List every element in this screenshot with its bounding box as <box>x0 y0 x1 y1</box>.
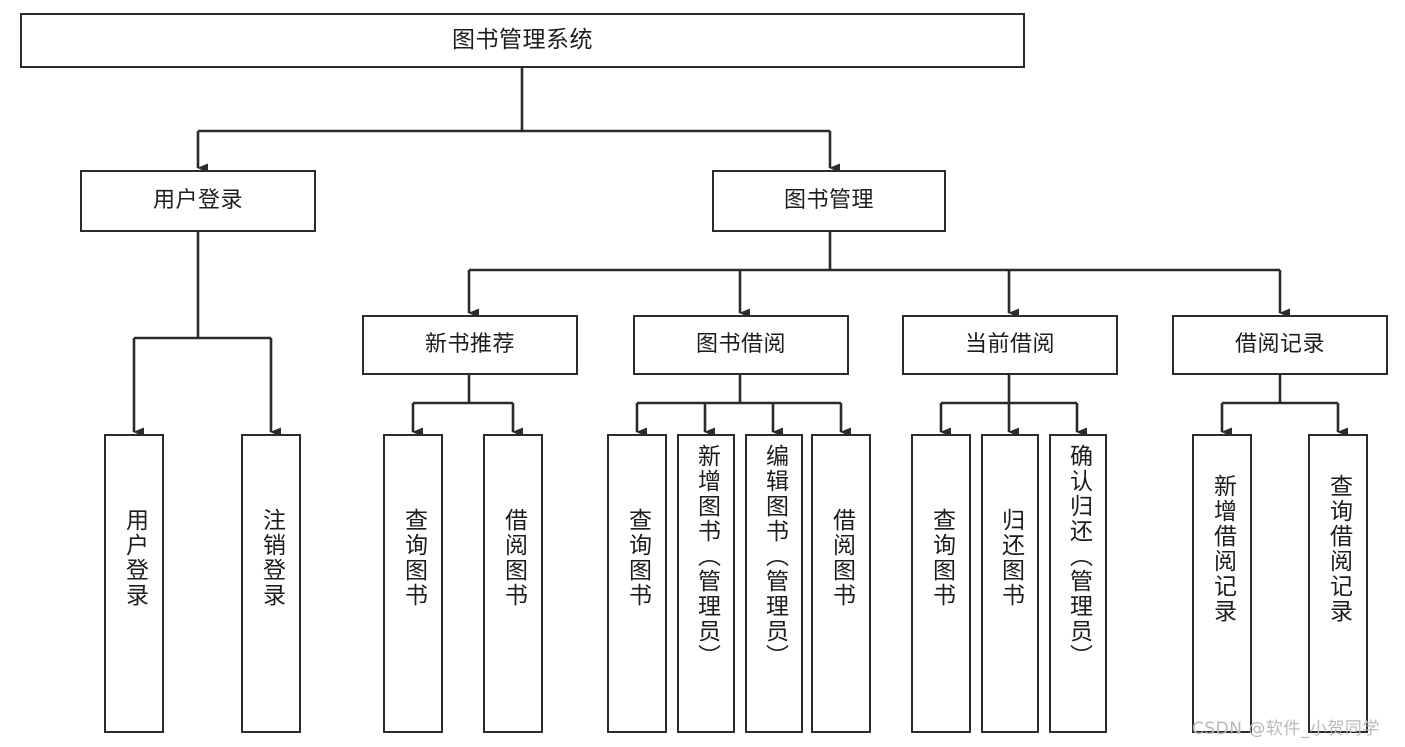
node-borrow-records[interactable]: 借阅记录 <box>1172 315 1388 375</box>
leaf-borrow-books-borrow[interactable]: 借阅图书 <box>811 434 871 733</box>
node-label: 当前借阅 <box>964 331 1055 357</box>
leaf-label: 查询图书 <box>624 508 651 608</box>
leaf-query-borrow-record[interactable]: 查询借阅记录 <box>1308 434 1368 733</box>
node-label: 图书借阅 <box>695 331 786 357</box>
node-book-management[interactable]: 图书管理 <box>712 170 946 232</box>
leaf-label: 查询图书 <box>928 508 955 608</box>
leaf-add-book-admin[interactable]: 新增图书（管理员） <box>677 434 735 733</box>
leaf-label: 归还图书 <box>997 508 1024 608</box>
leaf-label: 新增借阅记录 <box>1209 474 1236 624</box>
leaf-label: 查询借阅记录 <box>1325 474 1352 624</box>
leaf-confirm-return-admin[interactable]: 确认归还（管理员） <box>1049 434 1107 733</box>
leaf-query-books-borrow[interactable]: 查询图书 <box>607 434 667 733</box>
leaf-borrow-books-recommend[interactable]: 借阅图书 <box>483 434 543 733</box>
leaf-label: 借阅图书 <box>500 508 527 608</box>
node-root-system[interactable]: 图书管理系统 <box>20 13 1025 68</box>
leaf-logout[interactable]: 注销登录 <box>241 434 301 733</box>
leaf-user-login[interactable]: 用户登录 <box>104 434 164 733</box>
leaf-label: 用户登录 <box>121 508 148 608</box>
node-label: 用户登录 <box>152 187 243 213</box>
node-label: 图书管理系统 <box>452 26 593 53</box>
leaf-return-books[interactable]: 归还图书 <box>981 434 1039 733</box>
leaf-label: 新增图书（管理员） <box>693 444 720 669</box>
node-label: 图书管理 <box>783 187 874 213</box>
leaf-label: 借阅图书 <box>828 508 855 608</box>
node-new-book-recommend[interactable]: 新书推荐 <box>362 315 578 375</box>
leaf-label: 编辑图书（管理员） <box>761 444 788 669</box>
node-label: 新书推荐 <box>424 331 515 357</box>
leaf-add-borrow-record[interactable]: 新增借阅记录 <box>1192 434 1252 733</box>
leaf-query-books-current[interactable]: 查询图书 <box>911 434 971 733</box>
leaf-label: 注销登录 <box>258 508 285 608</box>
leaf-query-books-recommend[interactable]: 查询图书 <box>383 434 443 733</box>
csdn-watermark: CSDN @软件_小贺同学 <box>1192 719 1380 739</box>
node-user-login[interactable]: 用户登录 <box>80 170 316 232</box>
leaf-label: 确认归还（管理员） <box>1065 444 1092 669</box>
leaf-label: 查询图书 <box>400 508 427 608</box>
node-book-borrow[interactable]: 图书借阅 <box>633 315 849 375</box>
node-label: 借阅记录 <box>1234 331 1325 357</box>
leaf-edit-book-admin[interactable]: 编辑图书（管理员） <box>745 434 803 733</box>
node-current-borrow[interactable]: 当前借阅 <box>902 315 1118 375</box>
